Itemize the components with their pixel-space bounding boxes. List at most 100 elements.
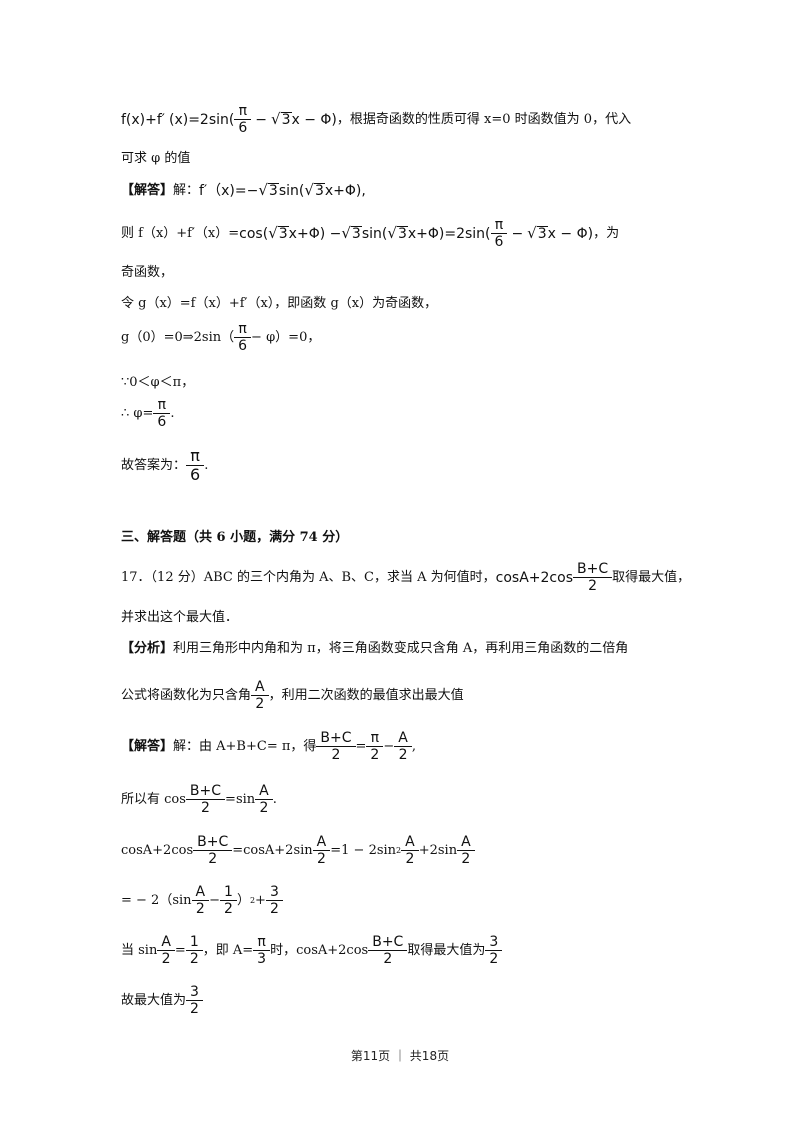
- sol3-a: =cosA+2sin: [232, 843, 313, 859]
- line-5: 奇函数，: [121, 265, 174, 280]
- line7-tail: − φ）=0，: [251, 330, 321, 346]
- line-6: 令 g（x）=f（x）+f′（x），即函数 g（x）为奇函数，: [121, 296, 438, 311]
- sqrt-3: √3: [271, 110, 292, 129]
- math-minus: −: [511, 225, 524, 242]
- sol5-lead: 当 sin: [121, 943, 158, 959]
- math-mid: (x)=2sin(: [168, 111, 235, 128]
- math-eq: =: [174, 943, 186, 959]
- analysis2-tail: ，利用二次函数的最值求出最大值: [268, 688, 464, 704]
- math-plus: +: [255, 893, 266, 909]
- math-a: x+Φ) −: [288, 225, 342, 242]
- q17-text: 17．（12 分）ABC 的三个内角为 A、B、C，求当 A 为何值时，: [121, 570, 496, 586]
- sol6-lead: 故最大值为: [121, 993, 187, 1009]
- answer-label: 解：: [173, 183, 200, 198]
- sqrt-3: √3: [527, 224, 548, 243]
- sol2-mid: =sin: [225, 792, 256, 808]
- superscript-2: 2: [249, 895, 256, 905]
- question-17-cont: 并求出这个最大值．: [121, 610, 239, 625]
- sol1-tail: ,: [411, 739, 416, 755]
- math-minus: −: [383, 739, 395, 755]
- answer-tag: 【解答】: [121, 739, 174, 755]
- sol5-b: 时，cosA+2cos: [270, 943, 369, 959]
- sol5-a: ，即 A=: [202, 943, 254, 959]
- line9-lead: ∴ φ=: [121, 406, 154, 422]
- sol2-lead: 所以有 cos: [121, 792, 186, 808]
- line-8: ∵0＜φ＜π，: [121, 375, 195, 390]
- math-eq: =: [355, 739, 367, 755]
- section-heading: 三、解答题（共 6 小题，满分 74 分）: [121, 530, 349, 545]
- math-e: x − Φ): [547, 225, 594, 242]
- final-answer-label: 故答案为：: [121, 458, 187, 474]
- analysis-text: 利用三角形中内角和为 π，将三角函数变成只含角 A，再利用三角函数的二倍角: [173, 641, 629, 656]
- sol1-lead: 解：由 A+B+C= π，得: [173, 739, 317, 755]
- analysis-line-1: 【分析】 利用三角形中内角和为 π，将三角函数变成只含角 A，再利用三角函数的二…: [121, 642, 628, 655]
- line10-tail: .: [204, 458, 209, 474]
- line7-lead: g（0）=0⇒2sin（: [121, 330, 235, 346]
- math-sin: sin(: [278, 182, 305, 199]
- sqrt-3: √3: [268, 224, 289, 243]
- line-4: 则 f（x）+f′（x）= cos( √3 x+Φ) − √3 sin( √3 …: [121, 218, 619, 249]
- sqrt-3: √3: [387, 224, 408, 243]
- math-minus: −: [209, 893, 221, 909]
- question-17: 17．（12 分）ABC 的三个内角为 A、B、C，求当 A 为何值时， cos…: [121, 562, 690, 593]
- math-tail: x − Φ): [291, 111, 337, 128]
- line4-lead: 则 f（x）+f′（x）=: [121, 226, 240, 242]
- q17-tail: 取得最大值，: [612, 570, 691, 586]
- sol4-mid: ）: [236, 893, 250, 909]
- sqrt-3: √3: [258, 181, 279, 199]
- line1-text: ，根据奇函数的性质可得 x=0 时函数值为 0，代入: [336, 112, 632, 128]
- math-tail: x+Φ),: [324, 182, 366, 199]
- sol3-c: +2sin: [418, 843, 458, 859]
- analysis-tag: 【分析】: [121, 641, 174, 656]
- answer-tag: 【解答】: [121, 183, 174, 198]
- line-3: 【解答】 解： f′（x)=− √3 sin( √3 x+Φ),: [121, 181, 366, 199]
- line-2: 可求 φ 的值: [121, 151, 191, 166]
- math-cos: cos(: [239, 225, 269, 242]
- sol2-tail: .: [272, 792, 277, 808]
- sqrt-3: √3: [341, 224, 362, 243]
- math-deriv: f′（x)=−: [199, 182, 259, 199]
- analysis2-lead: 公式将函数化为只含角: [121, 688, 252, 704]
- sol3-lead: cosA+2cos: [121, 843, 194, 859]
- superscript-2: 2: [396, 845, 402, 855]
- page-footer: 第11页 ｜ 共18页: [350, 1049, 450, 1063]
- math-b: sin(: [361, 225, 388, 242]
- math-cosA: cosA+2cos: [495, 569, 573, 586]
- sqrt-3: √3: [304, 181, 325, 199]
- math-f: f(x)+f: [121, 111, 162, 128]
